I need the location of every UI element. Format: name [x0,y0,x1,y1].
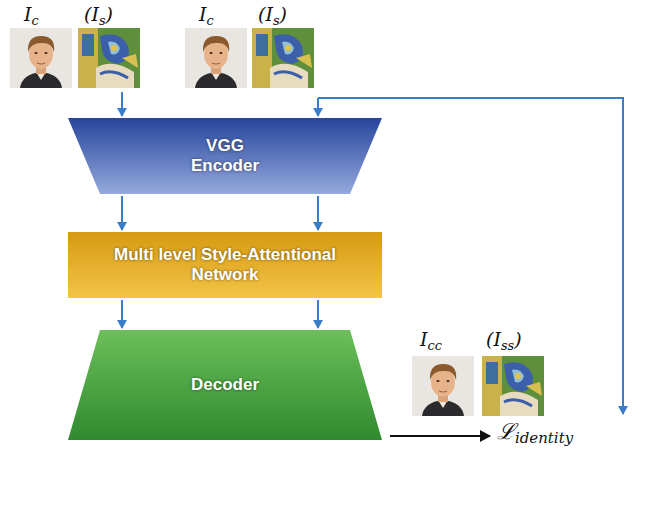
flow-arrow [317,300,319,328]
style-image [78,28,140,88]
math-label: (Iss) [486,328,522,353]
flow-arrow [121,300,123,328]
attention-block: Multi level Style-Attentional Network [68,232,382,298]
block-label: Multi level Style-Attentional Network [110,245,340,286]
output-image [482,356,544,416]
output-image [412,356,474,416]
block-label: VGG Encoder [180,136,270,177]
encoder-block: VGG Encoder [68,118,382,194]
flow-arrow [121,196,123,230]
decoder-block: Decoder [68,330,382,440]
math-label: (Is) [258,3,287,28]
math-label: Ic [199,3,214,28]
style-image [252,28,314,88]
math-label: Ic [24,3,39,28]
block-label: Decoder [191,375,259,395]
math-label: (Is) [84,3,113,28]
flow-arrow [317,196,319,230]
math-label: ℒidentity [497,419,573,448]
content-image [185,28,247,88]
input-arrow [317,98,319,116]
content-image [10,28,72,88]
input-arrow [121,92,123,116]
math-label: Icc [420,328,442,353]
output-arrow [390,435,490,437]
